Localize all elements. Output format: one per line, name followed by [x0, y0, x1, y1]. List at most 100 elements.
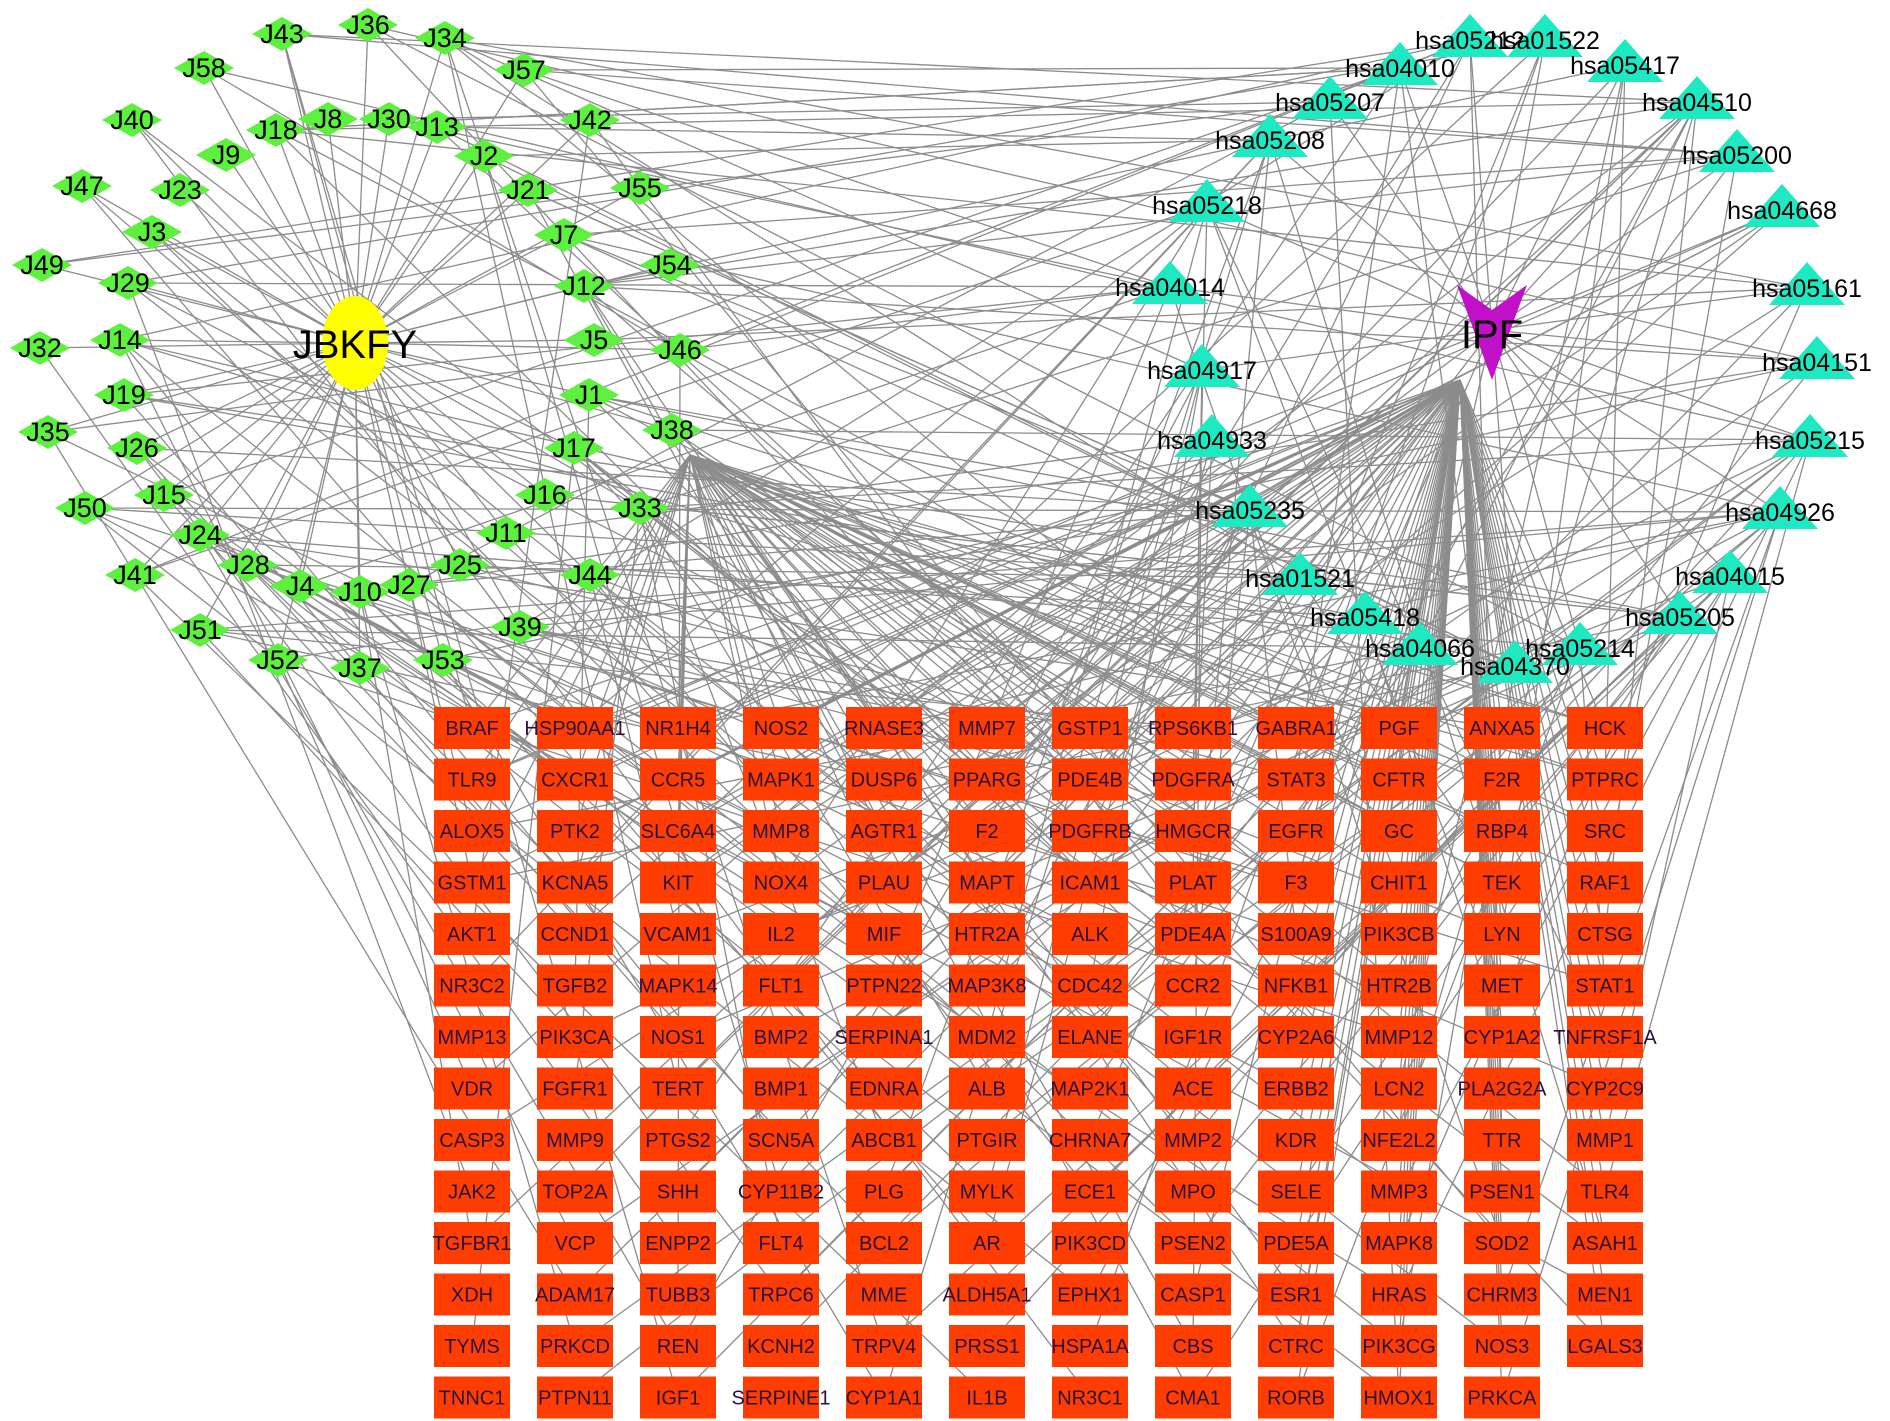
gene-node[interactable]: HMOX1	[1361, 1376, 1437, 1419]
gene-node[interactable]: VCAM1	[640, 913, 716, 955]
pathway-node[interactable]: hsa05218	[1152, 179, 1262, 222]
gene-node[interactable]: PIK3CA	[537, 1016, 613, 1058]
gene-node[interactable]: ECE1	[1052, 1170, 1128, 1213]
compound-node[interactable]: J39	[490, 610, 550, 644]
gene-node[interactable]: MDM2	[949, 1016, 1025, 1058]
gene-node[interactable]: RAF1	[1567, 861, 1643, 904]
gene-node[interactable]: MMP9	[537, 1119, 613, 1161]
pathway-node[interactable]: hsa04370	[1460, 640, 1570, 683]
gene-node[interactable]: PGF	[1361, 707, 1437, 749]
gene-node[interactable]: FLT1	[743, 964, 819, 1007]
compound-node[interactable]: J9	[196, 138, 256, 172]
gene-node[interactable]: F2R	[1464, 758, 1540, 801]
gene-node[interactable]: PLA2G2A	[1458, 1067, 1548, 1110]
pathway-node[interactable]: hsa05417	[1570, 39, 1680, 82]
gene-node[interactable]: TLR4	[1567, 1170, 1643, 1213]
gene-node[interactable]: AR	[949, 1222, 1025, 1264]
gene-node[interactable]: TERT	[640, 1067, 716, 1110]
gene-node[interactable]: AGTR1	[846, 810, 922, 852]
compound-node[interactable]: J2	[454, 139, 514, 173]
gene-node[interactable]: TRPV4	[846, 1325, 922, 1367]
gene-node[interactable]: PRSS1	[949, 1325, 1025, 1367]
gene-node[interactable]: CASP1	[1155, 1273, 1231, 1316]
gene-node[interactable]: TGFB2	[537, 964, 613, 1007]
gene-node[interactable]: GABRA1	[1255, 707, 1337, 749]
compound-node[interactable]: J49	[12, 248, 72, 282]
gene-node[interactable]: PRKCA	[1464, 1376, 1540, 1419]
pathway-node[interactable]: hsa05214	[1525, 622, 1635, 665]
compound-node[interactable]: J17	[544, 431, 604, 465]
gene-node[interactable]: ENPP2	[640, 1222, 716, 1264]
gene-node[interactable]: PPARG	[949, 758, 1025, 801]
compound-node[interactable]: J34	[415, 21, 475, 55]
gene-node[interactable]: EGFR	[1258, 810, 1334, 852]
gene-node[interactable]: PDE5A	[1258, 1222, 1334, 1264]
gene-node[interactable]: PIK3CG	[1361, 1325, 1437, 1367]
gene-node[interactable]: PLG	[846, 1170, 922, 1213]
gene-node[interactable]: FLT4	[743, 1222, 819, 1264]
gene-node[interactable]: BMP2	[743, 1016, 819, 1058]
gene-node[interactable]: TNFRSF1A	[1553, 1016, 1657, 1058]
compound-node[interactable]: J10	[330, 575, 390, 609]
gene-node[interactable]: SERPINA1	[835, 1016, 934, 1058]
gene-node[interactable]: PTPN11	[537, 1376, 613, 1419]
gene-node[interactable]: FGFR1	[537, 1067, 613, 1110]
compound-node[interactable]: J47	[52, 169, 112, 203]
disease-hub-node[interactable]: IPF	[1457, 285, 1527, 380]
gene-node[interactable]: CCR2	[1155, 964, 1231, 1007]
gene-node[interactable]: ALB	[949, 1067, 1025, 1110]
gene-node[interactable]: PLAT	[1155, 861, 1231, 904]
gene-node[interactable]: SCN5A	[743, 1119, 819, 1161]
gene-node[interactable]: PDE4B	[1052, 758, 1128, 801]
gene-node[interactable]: KIT	[640, 861, 716, 904]
compound-node[interactable]: J15	[134, 478, 194, 512]
compound-node[interactable]: J5	[564, 323, 624, 357]
gene-node[interactable]: HCK	[1567, 707, 1643, 749]
compound-node[interactable]: J52	[248, 643, 308, 677]
gene-node[interactable]: TEK	[1464, 861, 1540, 904]
compound-node[interactable]: J11	[476, 516, 536, 550]
gene-node[interactable]: RPS6KB1	[1148, 707, 1238, 749]
gene-node[interactable]: HMGCR	[1155, 810, 1231, 852]
gene-node[interactable]: HTR2B	[1361, 964, 1437, 1007]
gene-node[interactable]: NOS3	[1464, 1325, 1540, 1367]
gene-node[interactable]: MET	[1464, 964, 1540, 1007]
gene-node[interactable]: ELANE	[1052, 1016, 1128, 1058]
gene-node[interactable]: STAT1	[1567, 964, 1643, 1007]
gene-node[interactable]: XDH	[434, 1273, 510, 1316]
gene-node[interactable]: PTGIR	[949, 1119, 1025, 1161]
compound-node[interactable]: J7	[534, 218, 594, 252]
gene-node[interactable]: ICAM1	[1052, 861, 1128, 904]
gene-node[interactable]: PDGFRB	[1048, 810, 1132, 852]
gene-node[interactable]: LGALS3	[1567, 1325, 1643, 1367]
compound-node[interactable]: J14	[90, 323, 150, 357]
gene-node[interactable]: ALOX5	[434, 810, 510, 852]
compound-node[interactable]: J53	[413, 643, 473, 677]
gene-node[interactable]: EDNRA	[846, 1067, 922, 1110]
gene-node[interactable]: KCNA5	[537, 861, 613, 904]
gene-node[interactable]: NFE2L2	[1361, 1119, 1437, 1161]
gene-node[interactable]: TLR9	[434, 758, 510, 801]
pathway-node[interactable]: hsa05207	[1275, 76, 1385, 119]
gene-node[interactable]: EPHX1	[1052, 1273, 1128, 1316]
gene-node[interactable]: HRAS	[1361, 1273, 1437, 1316]
gene-node[interactable]: IL2	[743, 913, 819, 955]
gene-node[interactable]: CDC42	[1052, 964, 1128, 1007]
gene-node[interactable]: SRC	[1567, 810, 1643, 852]
gene-node[interactable]: KCNH2	[743, 1325, 819, 1367]
pathway-node[interactable]: hsa04510	[1642, 76, 1752, 119]
gene-node[interactable]: BMP1	[743, 1067, 819, 1110]
compound-node[interactable]: J8	[298, 102, 358, 136]
gene-node[interactable]: F2	[949, 810, 1025, 852]
gene-node[interactable]: CFTR	[1361, 758, 1437, 801]
gene-node[interactable]: PSEN2	[1155, 1222, 1231, 1264]
gene-node[interactable]: MAPK8	[1361, 1222, 1437, 1264]
compound-node[interactable]: J50	[55, 491, 115, 525]
compound-node[interactable]: J58	[174, 51, 234, 85]
gene-node[interactable]: PTK2	[537, 810, 613, 852]
gene-node[interactable]: GSTP1	[1052, 707, 1128, 749]
compound-node[interactable]: J1	[559, 378, 619, 412]
compound-node[interactable]: J23	[150, 173, 210, 207]
gene-node[interactable]: HSP90AA1	[524, 707, 626, 749]
gene-node[interactable]: MAPK1	[743, 758, 819, 801]
